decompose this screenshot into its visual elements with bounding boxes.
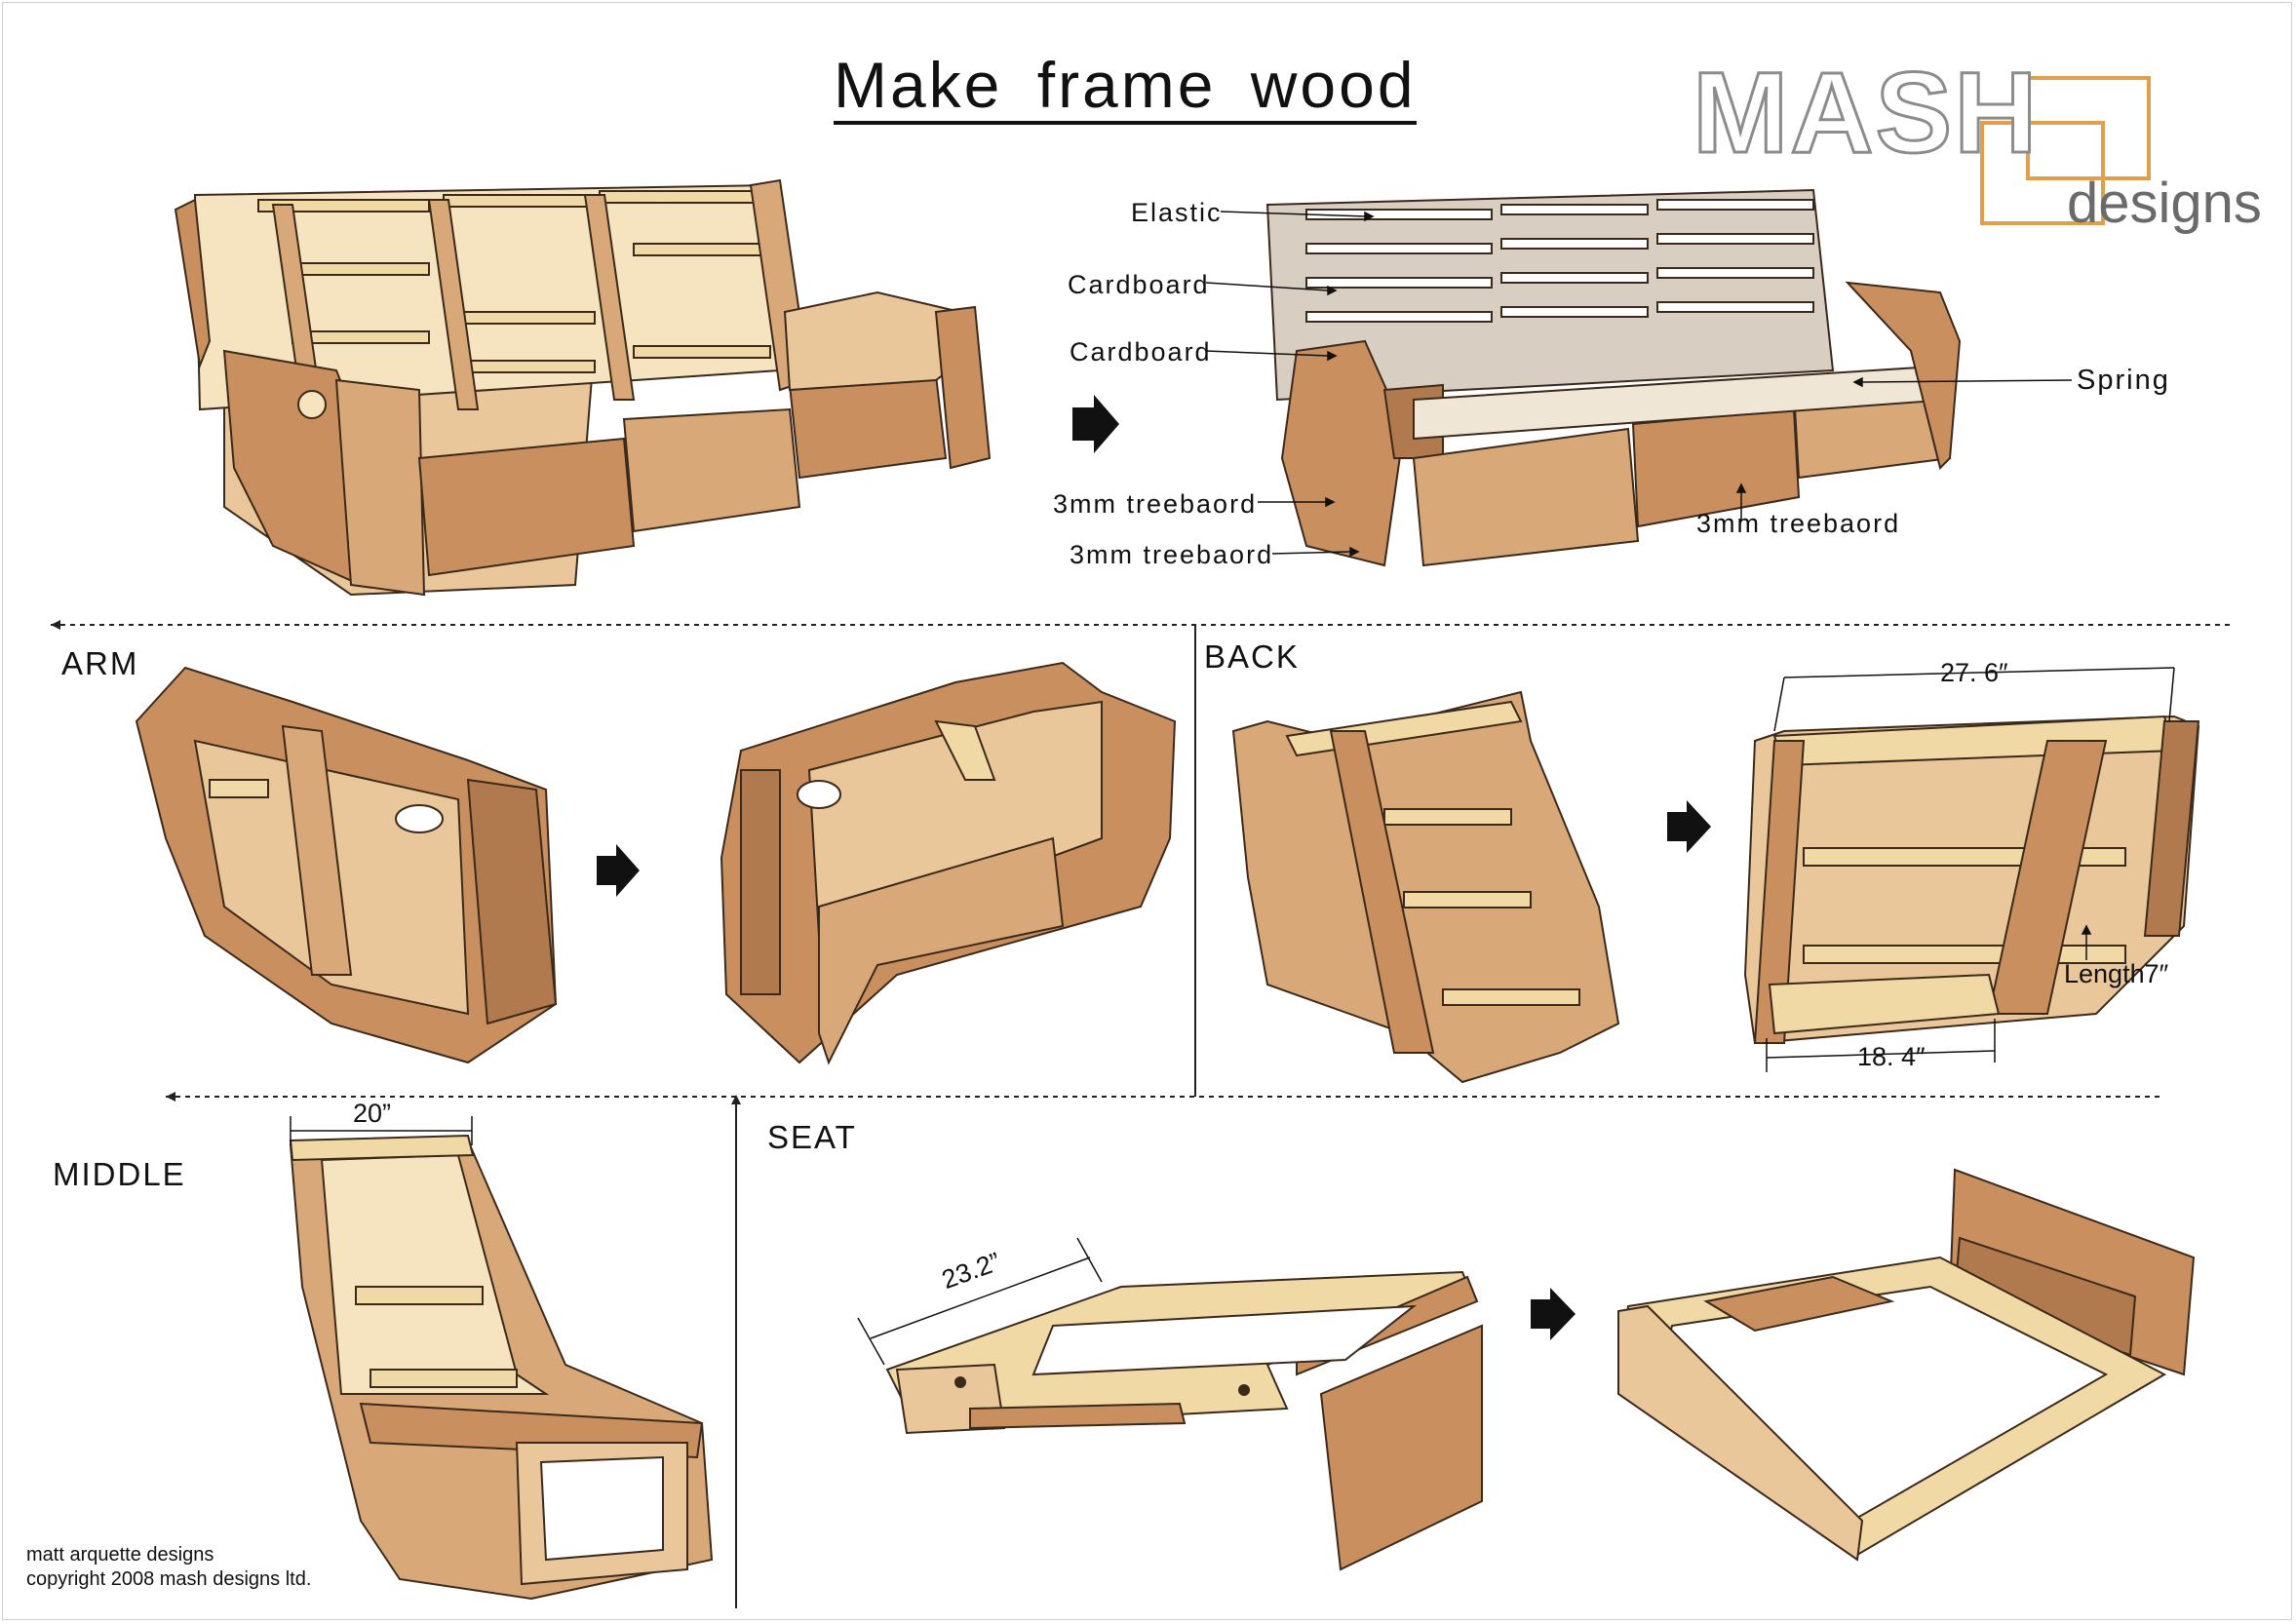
arm-frame-rear-drawing xyxy=(720,661,1177,1065)
dimension-back-bottom: 18. 4″ xyxy=(1857,1042,1926,1071)
footer-credit: matt arquette designs copyright 2008 mas… xyxy=(26,1543,311,1592)
back-frame-rear-drawing xyxy=(1743,715,2200,1045)
footer-copyright: copyright 2008 mash designs ltd. xyxy=(26,1568,312,1590)
section-title-seat: SEAT xyxy=(767,1119,857,1155)
svg-text:MASH: MASH xyxy=(1693,57,2039,177)
svg-text:designs: designs xyxy=(2067,172,2262,235)
callout-cardboard-1: Cardboard xyxy=(1068,270,1210,299)
section-title-middle: MIDDLE xyxy=(53,1156,186,1192)
callout-cardboard-2: Cardboard xyxy=(1070,337,1212,367)
callout-treeboard-2: 3mm treebaord xyxy=(1070,540,1274,569)
dimension-back-width: 27. 6″ xyxy=(1940,658,2008,687)
callout-spring: Spring xyxy=(2077,365,2170,396)
dimension-back-length: Length7″ xyxy=(2064,959,2169,988)
upholstered-sofa-drawing xyxy=(1265,188,1962,567)
callout-treeboard-3: 3mm treebaord xyxy=(1696,509,1901,538)
arm-frame-drawing xyxy=(135,666,558,1064)
dimension-middle-width: 20” xyxy=(353,1099,392,1128)
section-title-back: BACK xyxy=(1204,638,1300,675)
callout-treeboard-1: 3mm treebaord xyxy=(1053,489,1258,519)
seat-frame-drawing xyxy=(885,1270,1483,1571)
section-title-arm: ARM xyxy=(61,645,139,681)
callout-elastic: Elastic xyxy=(1131,198,1223,227)
page-title: Make frame wood xyxy=(834,49,1417,125)
back-frame-drawing xyxy=(1231,690,1620,1084)
footer-designer: matt arquette designs xyxy=(26,1544,214,1566)
middle-frame-drawing xyxy=(289,1134,714,1601)
sofa-frame-drawing xyxy=(174,178,992,597)
mash-designs-logo: MASH designs xyxy=(1687,48,2272,242)
seat-frame-assembled-drawing xyxy=(1616,1168,2196,1562)
